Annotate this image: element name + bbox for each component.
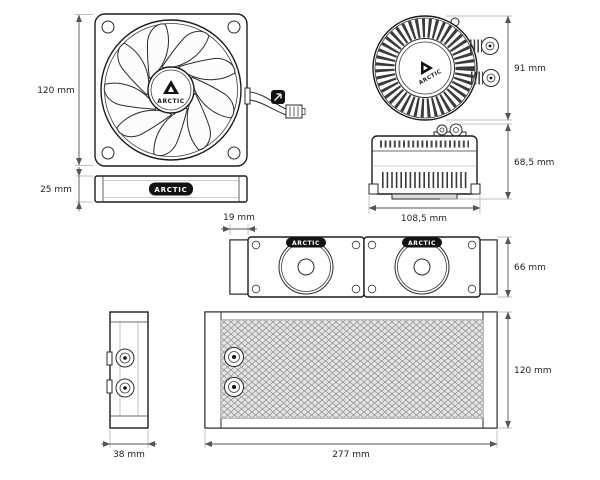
dimension-pump-height: 68,5 mm [440, 123, 554, 200]
arctic-logo-notch-icon [168, 86, 174, 92]
dimension-assembly-height: 66 mm [497, 236, 546, 298]
fan-side-view: ARCTIC [94, 175, 248, 203]
pump-width-label: 108,5 mm [401, 214, 447, 224]
radiator-left-tank [229, 239, 249, 295]
fan-screw-holes [101, 20, 241, 160]
tank-width-label: 19 mm [223, 213, 255, 223]
radiator-left-end-tank [204, 311, 222, 429]
hose-end-1 [115, 348, 135, 368]
fan1-brand: ARCTIC [292, 240, 320, 247]
arctic-logo-notch-icon [423, 65, 428, 71]
radiator-bottom-rail [204, 417, 498, 429]
fan-side-brand-pill [149, 182, 193, 196]
fan-connector [285, 104, 306, 119]
fan-hub-brand: ARCTIC [157, 98, 184, 105]
dimension-tank-width: 19 mm [221, 213, 257, 235]
pump-hose-fitting-1 [470, 37, 499, 55]
radiator-length-label: 277 mm [332, 450, 370, 460]
radiator-thickness-label: 38 mm [113, 450, 145, 460]
fan-brand-pill [286, 237, 326, 248]
pump-cold-plate [391, 193, 458, 200]
pump-side-view [368, 123, 481, 200]
assembly-height-label: 66 mm [514, 263, 546, 273]
radiator-side-body [109, 311, 149, 429]
radiator-fans-top-view: ARCTIC ARCTIC [229, 236, 498, 298]
fan-top-view-2: ARCTIC [363, 236, 481, 298]
fan2-brand: ARCTIC [408, 240, 436, 247]
fan-top-view-1: ARCTIC [247, 236, 365, 298]
pwm-share-icon [271, 90, 285, 104]
radiator-front-view [204, 311, 498, 429]
fan-side-brand: ARCTIC [154, 186, 187, 194]
fan-hub-ring [150, 69, 192, 111]
fan-brand-pill [402, 237, 442, 248]
fan-front-view: ARCTIC [94, 13, 306, 167]
fan-hub [413, 258, 431, 276]
fan-hub-logo: ARCTIC [157, 80, 184, 105]
radiator-right-tank [479, 239, 498, 295]
dimension-fan-size: 120 mm [37, 14, 93, 166]
pump-diameter-label: 91 mm [514, 64, 546, 74]
pump-hose-fitting-2 [471, 69, 500, 87]
fan-size-label: 120 mm [37, 86, 75, 96]
radiator-right-end-tank [482, 311, 498, 429]
pump-height-label: 68,5 mm [514, 158, 554, 168]
radiator-side-view [106, 311, 149, 429]
pump-side-fitting-2 [436, 124, 448, 136]
fan-thickness-label: 25 mm [40, 185, 72, 195]
dimension-pump-diameter: 91 mm [446, 15, 546, 121]
pump-bracket-left [368, 183, 379, 195]
fan-cable [249, 91, 287, 116]
fan-hub [297, 258, 315, 276]
pump-top-view: ARCTIC [372, 15, 500, 121]
radiator-top-rail [204, 311, 498, 321]
dimension-radiator-height: 120 mm [497, 311, 552, 429]
hose-stub-2 [106, 379, 113, 394]
cable-strain-relief [244, 87, 251, 105]
pump-side-fitting-1 [449, 123, 463, 137]
dimension-fan-thickness: 25 mm [40, 167, 93, 211]
radiator-fitting-2 [224, 377, 244, 397]
hose-stub-1 [106, 351, 113, 366]
dimension-radiator-length: 277 mm [204, 430, 498, 460]
dimension-pump-width: 108,5 mm [368, 196, 481, 224]
hose-end-2 [115, 378, 135, 398]
pump-fin-ring [375, 18, 475, 118]
radiator-height-label: 120 mm [514, 366, 552, 376]
dimension-radiator-thickness: 38 mm [101, 430, 157, 460]
pump-bracket-right [470, 183, 481, 195]
radiator-fitting-1 [224, 347, 244, 367]
radiator-fin-core [220, 319, 484, 419]
